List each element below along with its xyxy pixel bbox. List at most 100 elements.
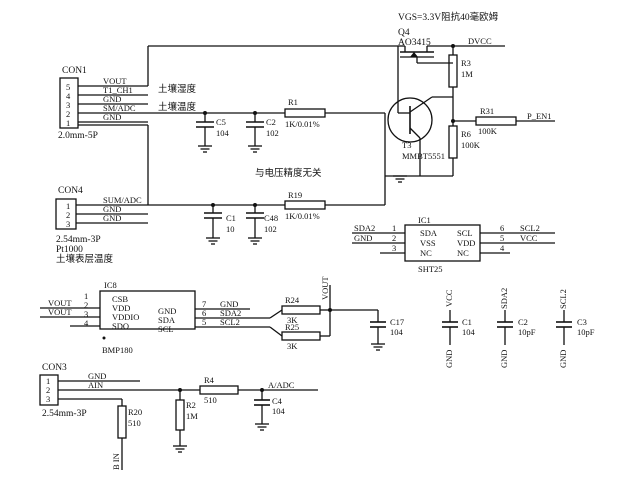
c5-ref: C5 [216,117,226,127]
net-gnd-7: GND [88,371,106,381]
con4-footprint: 2.54mm-3P [56,235,101,245]
q4-part: AO3415 [398,38,431,48]
net-vout-top: VOUT [320,276,330,300]
r19-resistor [284,200,326,210]
net-scl2-2: SCL2 [220,317,240,327]
ic8-pin5-num: 5 [202,317,206,327]
c2b-ref: C2 [518,317,528,327]
con3-pin-2: 2 [46,385,50,395]
con1-pin-1: 1 [66,118,70,128]
c3-cap: SCL2 GND C3 10pF [556,289,595,368]
r2-ref: R2 [186,400,196,410]
net-sda2-2: SDA2 [220,308,241,318]
t3-ref: T3 [402,140,411,150]
r19-ref: R19 [288,190,302,200]
r4-resistor [199,385,239,395]
r2-resistor [175,399,185,431]
r1-resistor [284,108,326,118]
ic8-pin6-num: 6 [202,308,206,318]
r3-resistor [448,54,458,88]
con1-ref: CON1 [62,66,87,76]
ic1-pin4-num: 4 [500,243,505,253]
ic8-pin3-num: 3 [84,309,88,319]
ic8-pin-sda: SDA [158,315,176,325]
r24-value: 3K [287,315,298,325]
c1b-net-gnd: GND [444,350,454,368]
c48-ref: C48 [264,213,278,223]
ic1-pin-nc-left: NC [420,248,432,258]
c2-ref: C2 [266,117,276,127]
ic8-pin1-num: 1 [84,291,88,301]
net-dvcc: DVCC [468,36,492,46]
r31-ref: R31 [480,106,494,116]
c17-value: 104 [390,327,404,337]
r20-resistor [117,405,127,439]
con3-footprint: 2.54mm-3P [42,409,87,419]
pt1000-label: Pt1000 [56,245,83,255]
r6-resistor [448,125,458,159]
c48-value: 102 [264,224,277,234]
r3-value: 1M [461,69,473,79]
c1b-net-vcc: VCC [444,289,454,307]
ic8-pin-vddio: VDDIO [112,312,139,322]
net-sum-adc: SUM/ADC [103,195,142,205]
ic1-pin6-num: 6 [500,223,504,233]
r24-ref: R24 [285,295,300,305]
net-sda2: SDA2 [354,223,375,233]
r4-value: 510 [204,395,217,405]
vgs-note: VGS=3.3V阻抗40毫欧姆 [398,11,499,23]
soil-temp-label: 土壤温度 [158,101,197,113]
r4-ref: R4 [204,375,215,385]
ic8-bmp180: IC8 CSB VDD VDDIO SDO GND SDA SCL BMP180 [99,280,196,355]
con4-pin-3: 3 [66,219,70,229]
net-gnd-2: GND [103,112,121,122]
ic8-pin-gnd: GND [158,306,176,316]
ic1-pin-vss: VSS [420,238,436,248]
con1-pin-4: 4 [66,91,71,101]
net-gnd-6: GND [220,299,238,309]
t3-part: MMBT5551 [402,151,445,161]
r19-value: 1K/0.01% [285,211,320,221]
ic8-pin4-num: 4 [84,318,89,328]
con1-pin-2: 2 [66,109,70,119]
r1-value: 1K/0.01% [285,119,320,129]
net-p-en1: P_EN1 [527,111,552,121]
ic1-pin-scl: SCL [457,228,473,238]
r2-value: 1M [186,411,198,421]
con4-connector: CON4 1 2 3 2.54mm-3P Pt1000 土壤表层温度 [55,186,114,265]
c5-value: 104 [216,128,230,138]
ic8-pin7-num: 7 [202,299,206,309]
c1b-value: 104 [462,327,476,337]
net-b-in: B IN [111,453,121,470]
con1-pin-5: 5 [66,82,70,92]
soil-humidity-label: 土壤湿度 [158,83,197,95]
c4-ref: C4 [272,396,283,406]
net-vcc: VCC [520,233,538,243]
q4-ref: Q4 [398,28,410,38]
net-gnd-5: GND [354,233,372,243]
ic1-pin-sda: SDA [420,228,438,238]
ic8-pin-sdo: SDO [112,321,129,331]
q4-mosfet: Q4 AO3415 [398,28,468,64]
net-t1-ch1: T1_CH1 [103,85,133,95]
net-gnd-4: GND [103,213,121,223]
voltage-note: 与电压精度无关 [255,167,322,179]
r24-resistor [281,305,321,315]
ic8-part: BMP180 [102,345,133,355]
con3-connector: CON3 1 2 3 2.54mm-3P [39,363,87,419]
r6-ref: R6 [461,129,471,139]
con4-pin-1: 1 [66,201,70,211]
net-gnd-3: GND [103,204,121,214]
ic1-part: SHT25 [418,264,443,274]
ic8-pin-scl: SCL [158,324,174,334]
c1-value: 10 [226,224,235,234]
con4-ref: CON4 [58,186,83,196]
net-scl2: SCL2 [520,223,540,233]
net-vout: VOUT [103,76,127,86]
c1-ref: C1 [226,213,236,223]
t3-transistor: T3 MMBT5551 [387,96,454,161]
c1b-cap: VCC GND C1 104 [442,289,476,368]
ic8-pin2-num: 2 [84,300,88,310]
con3-ref: CON3 [42,363,67,373]
